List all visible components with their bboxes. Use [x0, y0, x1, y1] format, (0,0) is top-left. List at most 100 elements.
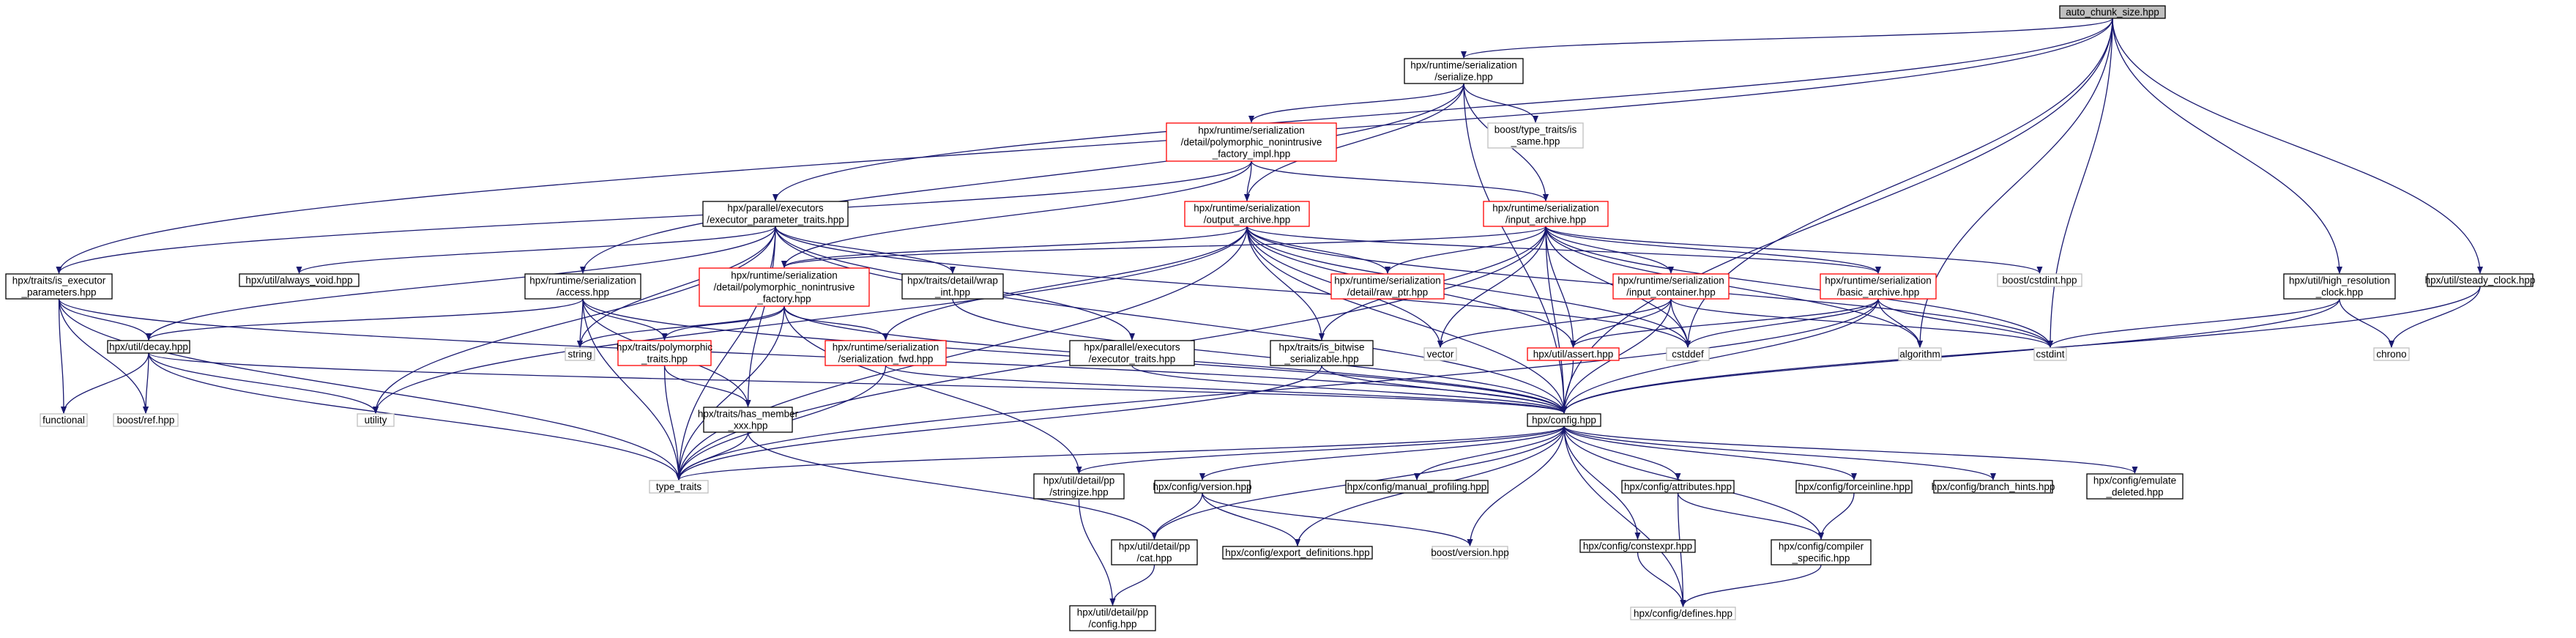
node-label: hpx/util/steady_clock.hpp [2425, 275, 2536, 286]
node-label: hpx/traits/is_executor [12, 275, 106, 286]
file-node[interactable]: hpx/config/branch_hints.hpp [1932, 480, 2055, 494]
file-node: utility [357, 413, 395, 427]
file-node[interactable]: hpx/traits/is_bitwise_serializable.hpp [1270, 340, 1374, 366]
node-box [113, 413, 179, 427]
node-box [1270, 340, 1374, 366]
node-label: hpx/config/manual_profiling.hpp [1347, 481, 1487, 492]
file-node[interactable]: hpx/config/compiler_specific.hpp [1771, 539, 1872, 565]
node-label: hpx/config/forceinline.hpp [1798, 481, 1910, 492]
node-label: boost/cstdint.hpp [2002, 275, 2077, 286]
file-node[interactable]: hpx/runtime/serialization/serialize.hpp [1404, 58, 1524, 84]
dependency-edge [781, 226, 1546, 268]
node-box [1487, 122, 1584, 149]
dependency-edge [2047, 298, 2340, 348]
node-label: hpx/config/branch_hints.hpp [1932, 481, 2055, 492]
root-file-node: auto_chunk_size.hpp [2059, 5, 2166, 19]
node-box [357, 413, 395, 427]
file-node[interactable]: hpx/runtime/serialization/input_archive.… [1483, 201, 1609, 227]
file-node[interactable]: hpx/util/assert.hpp [1527, 347, 1620, 361]
file-node[interactable]: hpx/parallel/executors/executor_paramete… [702, 201, 849, 227]
file-node[interactable]: hpx/traits/polymorphic_traits.hpp [617, 340, 713, 366]
node-box [1771, 539, 1872, 565]
file-node[interactable]: hpx/runtime/serialization/input_containe… [1612, 273, 1730, 300]
node-box [1527, 347, 1620, 361]
file-node[interactable]: hpx/util/decay.hpp [107, 340, 190, 354]
node-label: /stringize.hpp [1049, 487, 1108, 498]
dependency-edges [56, 18, 2483, 607]
dependency-edge [1251, 160, 1549, 201]
node-label: /basic_archive.hpp [1837, 287, 1920, 298]
dependency-edge [775, 226, 1691, 348]
dependency-edge [1109, 564, 1155, 606]
node-box [1579, 539, 1696, 553]
node-label: hpx/config.hpp [1532, 415, 1596, 426]
dependency-edge [146, 226, 776, 341]
file-node[interactable]: hpx/config/export_definitions.hpp [1222, 546, 1373, 560]
node-label: hpx/util/always_void.hpp [245, 275, 352, 286]
node-label: /output_archive.hpp [1204, 215, 1291, 226]
file-node[interactable]: hpx/config/forceinline.hpp [1795, 480, 1913, 494]
file-node[interactable]: hpx/util/steady_clock.hpp [2425, 273, 2536, 287]
node-label: boost/version.hpp [1431, 547, 1509, 558]
file-node: cstdint [2033, 347, 2067, 361]
file-node[interactable]: hpx/util/high_resolution_clock.hpp [2283, 273, 2396, 300]
node-label: hpx/parallel/executors [727, 203, 824, 214]
dependency-edge [1463, 83, 1538, 123]
dependency-edge [1545, 226, 1674, 274]
node-label: hpx/traits/polymorphic [617, 342, 713, 353]
file-node[interactable]: hpx/runtime/serialization/access.hpp [524, 273, 641, 300]
file-node[interactable]: hpx/config/manual_profiling.hpp [1345, 480, 1489, 494]
node-label: /cat.hpp [1136, 553, 1172, 564]
file-node[interactable]: hpx/util/detail/pp/cat.hpp [1111, 539, 1198, 565]
dependency-edge [1246, 226, 1691, 348]
file-node[interactable]: hpx/traits/detail/wrap_int.hpp [901, 273, 1004, 300]
dependency-edge [783, 305, 889, 341]
file-node[interactable]: hpx/runtime/serialization/serialization_… [824, 340, 947, 366]
file-node[interactable]: hpx/parallel/executors/executor_traits.h… [1069, 340, 1195, 366]
dependency-edge [1917, 18, 2113, 348]
node-label: algorithm [1899, 349, 1940, 360]
file-node[interactable]: hpx/config.hpp [1527, 413, 1601, 427]
dependency-edge [1545, 226, 1577, 348]
file-node[interactable]: hpx/runtime/serialization/output_archive… [1184, 201, 1310, 227]
dependency-edge [56, 160, 1252, 274]
file-node[interactable]: hpx/runtime/serialization/detail/polymor… [699, 267, 870, 307]
node-label: hpx/parallel/executors [1084, 342, 1180, 353]
file-node[interactable]: hpx/config/attributes.hpp [1621, 480, 1735, 494]
node-label: type_traits [656, 481, 702, 492]
file-node[interactable]: hpx/config/version.hpp [1153, 480, 1252, 494]
file-node[interactable]: hpx/config/constexpr.hpp [1579, 539, 1696, 553]
node-label: hpx/util/assert.hpp [1533, 349, 1614, 360]
file-node[interactable]: hpx/traits/is_executor_parameters.hpp [5, 273, 113, 300]
file-node[interactable]: hpx/runtime/serialization/detail/raw_ptr… [1330, 273, 1445, 300]
file-node[interactable]: hpx/runtime/serialization/detail/polymor… [1166, 122, 1337, 162]
node-label: hpx/runtime/serialization [731, 270, 838, 281]
node-box [2427, 273, 2534, 287]
node-label: hpx/util/detail/pp [1119, 541, 1191, 552]
file-node[interactable]: hpx/util/detail/pp/stringize.hpp [1033, 473, 1125, 500]
file-node[interactable]: hpx/util/always_void.hpp [239, 273, 360, 287]
node-label: /serialization_fwd.hpp [838, 354, 934, 365]
dependency-edge [1437, 298, 1672, 348]
node-label: _factory_impl.hpp [1212, 149, 1291, 160]
node-label: _parameters.hpp [21, 287, 96, 298]
dependency-edge [1414, 426, 1565, 481]
node-label: /input_archive.hpp [1505, 215, 1586, 226]
node-box [2033, 347, 2067, 361]
node-box [40, 413, 88, 427]
node-label: hpx/traits/is_bitwise [1278, 342, 1364, 353]
dependency-edge [1563, 426, 1641, 540]
dependency-edge [1680, 564, 1822, 607]
file-node[interactable]: hpx/runtime/serialization/basic_archive.… [1820, 273, 1937, 300]
file-node[interactable]: hpx/config/emulate_deleted.hpp [2086, 473, 2184, 500]
node-label: _same.hpp [1511, 136, 1560, 147]
file-node[interactable]: hpx/util/detail/pp/config.hpp [1069, 605, 1156, 631]
dependency-edge [1561, 18, 2113, 414]
file-node[interactable]: hpx/traits/has_member_xxx.hpp [698, 407, 799, 433]
node-label: hpx/util/detail/pp [1077, 607, 1149, 618]
node-box [1795, 480, 1913, 494]
node-label: /detail/raw_ptr.hpp [1347, 287, 1428, 298]
node-label: _serializable.hpp [1284, 354, 1358, 365]
node-label: hpx/runtime/serialization [1198, 125, 1305, 136]
